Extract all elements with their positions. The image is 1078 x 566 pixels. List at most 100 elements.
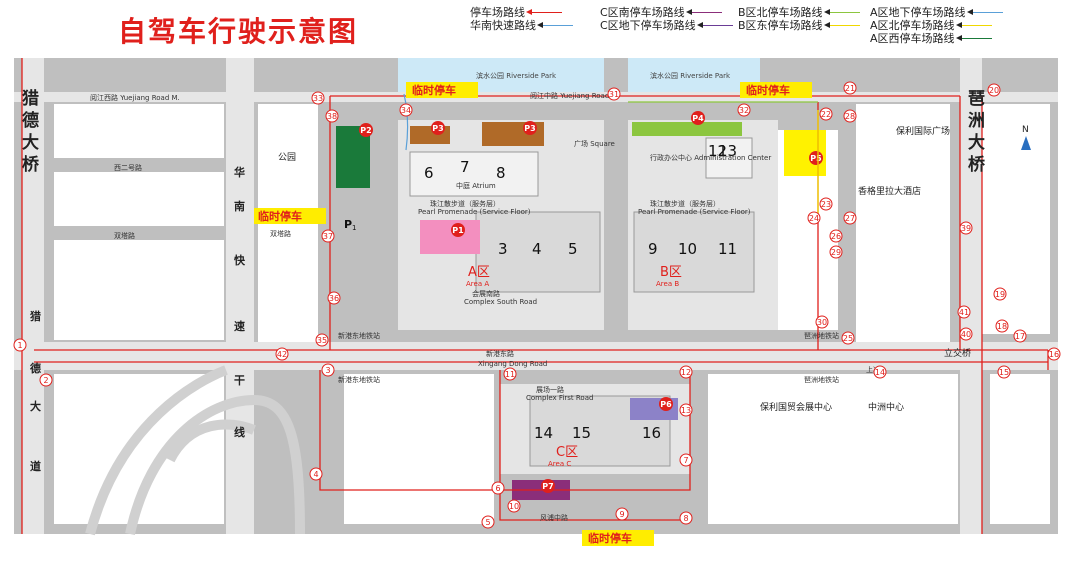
svg-text:临时停车: 临时停车 [412, 83, 456, 97]
svg-text:P3: P3 [524, 124, 535, 133]
svg-text:6: 6 [495, 484, 500, 493]
legend-item-a-west: A区西停车场路线 [870, 32, 1003, 45]
svg-text:5: 5 [485, 518, 490, 527]
num-12: 12 [679, 365, 693, 379]
road-yuejiang-mid: 阅江中路 Yuejiang Road M. [530, 91, 620, 100]
num-21: 21 [843, 81, 857, 95]
legend-col-3: B区北停车场路线 B区东停车场路线 [738, 6, 860, 32]
road-complex-first-en: Complex First Road [526, 394, 593, 402]
num-17: 17 [1013, 329, 1027, 343]
legend-line-icon [696, 22, 733, 28]
num-15: 15 [997, 365, 1011, 379]
road-xingang: 新港东路 [486, 349, 514, 358]
svg-text:41: 41 [959, 308, 969, 317]
svg-text:23: 23 [821, 200, 831, 209]
num-18: 18 [995, 319, 1009, 333]
svg-text:速: 速 [234, 319, 245, 333]
svg-text:25: 25 [843, 334, 853, 343]
svg-text:7: 7 [683, 456, 688, 465]
pin-p4: P4 [691, 111, 705, 125]
svg-text:22: 22 [821, 110, 831, 119]
svg-text:P6: P6 [660, 400, 672, 409]
svg-text:18: 18 [997, 322, 1007, 331]
num-40: 40 [959, 327, 973, 341]
svg-text:琶洲大桥: 琶洲大桥 [968, 89, 986, 175]
shangri-label: 香格里拉大酒店 [858, 185, 921, 197]
num-35: 35 [315, 333, 329, 347]
hall-13: 13 [718, 142, 737, 160]
atrium-label: 中庭 Atrium [456, 181, 496, 190]
svg-text:P3: P3 [432, 124, 443, 133]
svg-text:9: 9 [619, 510, 624, 519]
num-39: 39 [959, 221, 973, 235]
poly-expo-label: 保利国贸会展中心 [760, 401, 832, 413]
svg-text:华: 华 [234, 165, 245, 179]
svg-text:17: 17 [1015, 332, 1025, 341]
legend-line-icon [685, 9, 722, 15]
interchange-label: 立交桥 [944, 347, 971, 359]
svg-text:南: 南 [234, 199, 245, 213]
num-37: 37 [321, 229, 335, 243]
hall-3: 3 [498, 240, 508, 258]
interchange [85, 365, 305, 536]
svg-text:28: 28 [845, 112, 855, 121]
pin-p7: P7 [541, 479, 555, 493]
legend-line-icon [823, 9, 860, 15]
svg-text:猎: 猎 [30, 309, 41, 323]
svg-text:临时停车: 临时停车 [258, 209, 302, 223]
svg-text:21: 21 [845, 84, 855, 93]
road-complex-south: 会展南路 [472, 289, 500, 298]
svg-text:33: 33 [313, 94, 323, 103]
pazhou-bridge-label: 琶洲大桥 [968, 89, 986, 175]
num-25: 25 [841, 331, 855, 345]
road-shuanggang-2: 双塔路 [270, 229, 291, 238]
legend-line-icon [966, 9, 1003, 15]
svg-text:19: 19 [995, 290, 1005, 299]
svg-text:临时停车: 临时停车 [746, 83, 790, 97]
promenade-b-en: Pearl Promenade (Service Floor) [638, 208, 751, 216]
promenade-a: 珠江散步道（服务层） [430, 199, 500, 208]
xingang-station: 新港东地铁站 [338, 331, 380, 340]
svg-text:大: 大 [30, 399, 41, 413]
road-shuanggang: 双塔路 [114, 231, 135, 240]
num-2: 2 [39, 373, 53, 387]
num-29: 29 [829, 245, 843, 259]
svg-text:37: 37 [323, 232, 333, 241]
num-8: 8 [679, 511, 693, 525]
num-19: 19 [993, 287, 1007, 301]
area-a-top-halls: 6 7 8 中庭 Atrium [409, 151, 539, 197]
pin-p5: P5 [809, 151, 823, 165]
legend-item-huanan: 华南快速路线 [470, 19, 573, 32]
legend-item-c-under: C区地下停车场路线 [600, 19, 733, 32]
num-23: 23 [819, 197, 833, 211]
area-c-label: C区 [556, 445, 578, 460]
temp-parking-4: 临时停车 [582, 530, 654, 546]
river-right [628, 58, 760, 96]
pazhou-station: 琶洲地铁站 [804, 331, 839, 340]
park-right-label: 滨水公园 Riverside Park [650, 71, 731, 80]
svg-text:31: 31 [609, 90, 619, 99]
legend-line-icon [526, 9, 562, 15]
num-30: 30 [815, 315, 829, 329]
page-title: 自驾车行驶示意图 [118, 15, 359, 48]
svg-text:1: 1 [17, 341, 22, 350]
legend-item-a-under: A区地下停车场路线 [870, 6, 1003, 19]
pin-p3: P3 [431, 121, 445, 135]
svg-text:P2: P2 [360, 126, 371, 135]
pin-p1: P1 [451, 223, 465, 237]
num-9: 9 [615, 507, 629, 521]
legend-line-icon [537, 22, 573, 28]
legend-col-2: C区南停车场路线 C区地下停车场路线 [600, 6, 733, 32]
svg-text:20: 20 [989, 86, 999, 95]
legend-item-parking: 停车场路线 [470, 6, 573, 19]
svg-text:4: 4 [313, 470, 318, 479]
blue-route [403, 93, 409, 151]
hall-16: 16 [642, 424, 661, 442]
num-6: 6 [491, 481, 505, 495]
num-36: 36 [327, 291, 341, 305]
legend-line-icon [955, 22, 992, 28]
svg-text:线: 线 [234, 425, 245, 439]
hall-12: 12 [708, 142, 727, 160]
liede-bridge-label: 猎德大桥 [22, 88, 40, 175]
